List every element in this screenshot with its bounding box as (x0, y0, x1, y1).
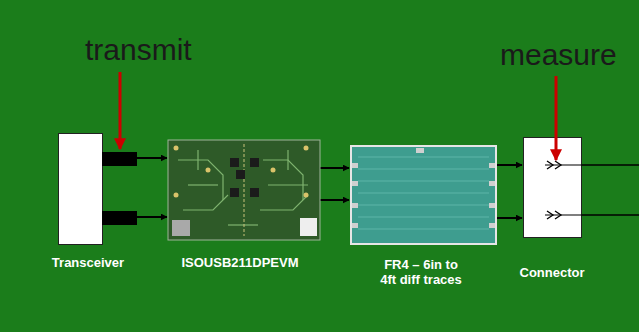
block-node: Connector (523, 137, 582, 238)
connector-figure (523, 137, 582, 238)
signal-arrow (137, 157, 167, 159)
block-label: Connector (520, 265, 585, 280)
block-label: FR4 – 6in to 4ft diff traces (376, 257, 467, 287)
transceiver-figure (58, 133, 137, 245)
signal-arrow (320, 167, 349, 169)
block-shape (523, 137, 582, 238)
pointer-label: measure (500, 38, 617, 72)
block-shape (58, 133, 137, 245)
signal-arrow (497, 217, 522, 219)
pointer-label: transmit (85, 33, 192, 67)
block-node: Transceiver (58, 133, 137, 245)
pointer-arrow (119, 72, 122, 149)
block-label: Transceiver (52, 255, 124, 270)
block-shape (168, 140, 320, 240)
block-node: FR4 – 6in to 4ft diff traces (350, 145, 497, 245)
signal-arrow (497, 164, 522, 166)
signal-arrow (137, 216, 167, 218)
signal-arrow (320, 199, 349, 201)
block-label: ISOUSB211DPEVM (181, 255, 298, 270)
block-node: ISOUSB211DPEVM (168, 140, 320, 240)
output-wire (582, 164, 639, 166)
block-shape (350, 145, 497, 245)
board-figure (168, 140, 320, 240)
fr4-figure (350, 145, 497, 245)
output-wire (582, 214, 639, 216)
